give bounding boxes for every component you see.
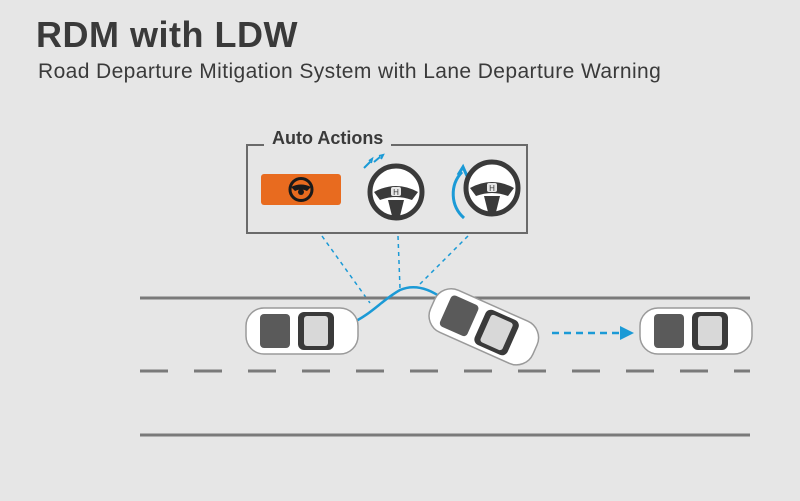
svg-text:H: H [489,184,495,193]
steering-wheel-correction-icon: H [451,159,521,220]
svg-text:H: H [393,188,399,197]
connector-line-1 [321,235,371,304]
auto-actions-label: Auto Actions [264,128,392,149]
vehicle-path [349,286,443,326]
connector-line-2 [397,235,401,289]
arrow-head [620,326,634,340]
connector-line-3 [419,235,469,285]
lane-departure-warning-indicator [261,174,341,205]
car-recovered [639,307,753,355]
steering-wheel-warning-icon [288,177,314,202]
page-subtitle: Road Departure Mitigation System with La… [38,60,662,83]
car-departing [428,288,540,366]
page-title: RDM with LDW [36,14,298,55]
steering-wheel-vibration-icon: H [363,153,425,221]
car-start [245,307,359,355]
